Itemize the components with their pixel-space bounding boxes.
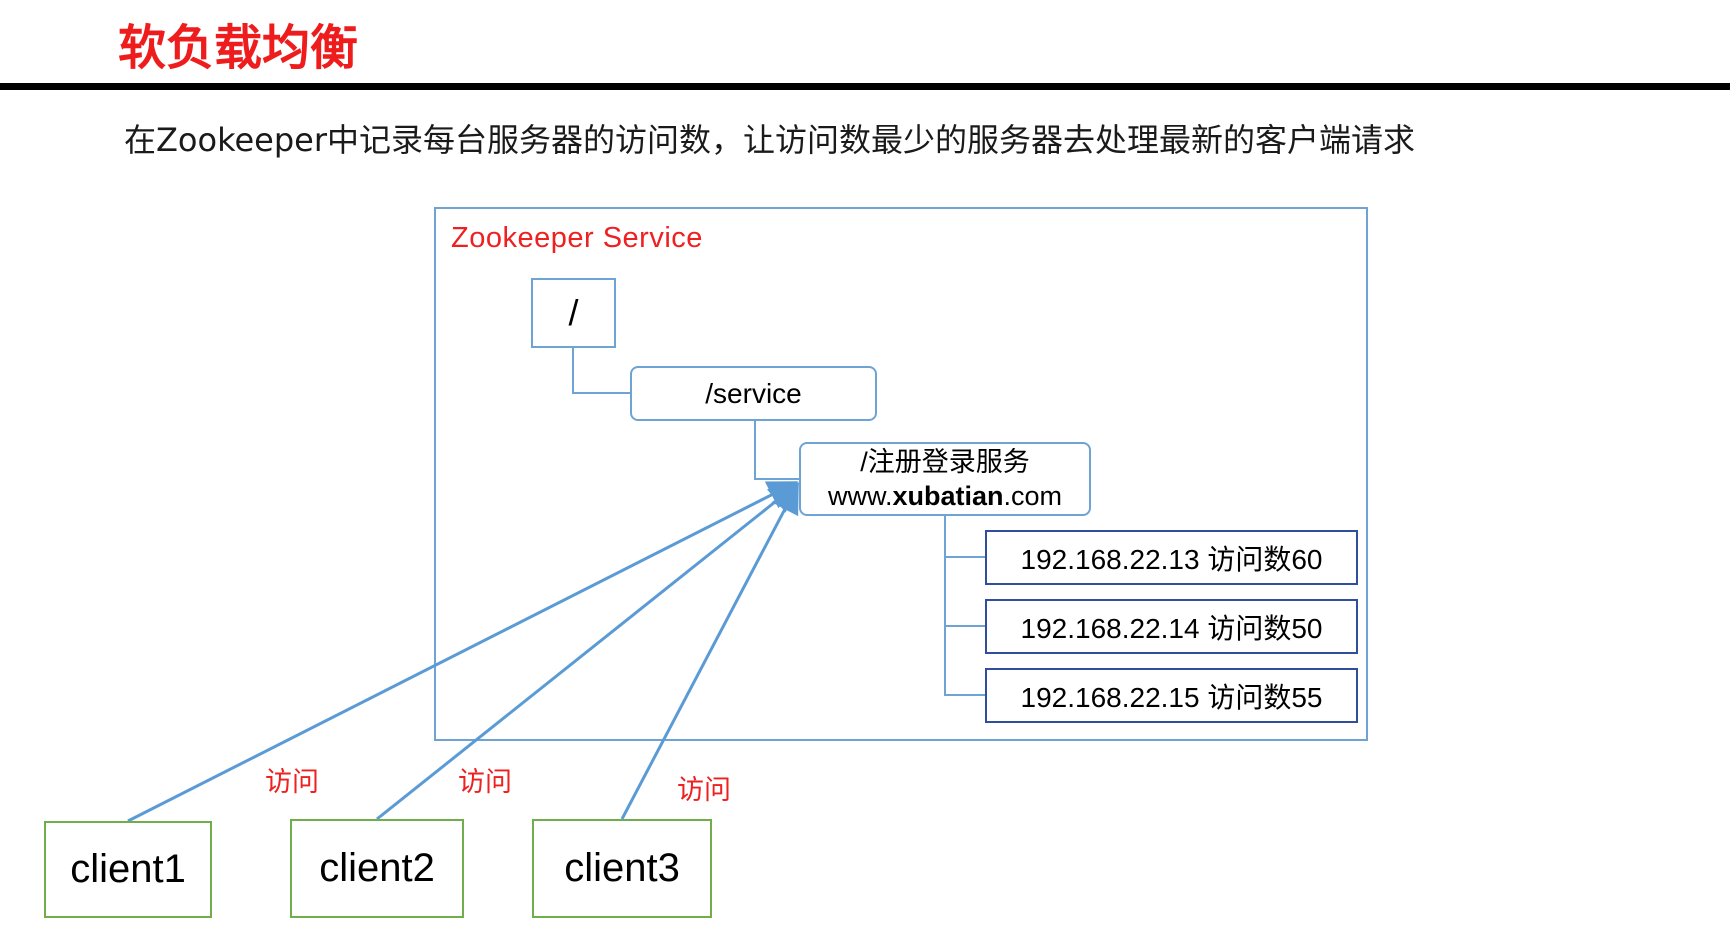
zookeeper-service-frame (434, 207, 1368, 741)
client-node-3: client3 (532, 819, 712, 918)
page-title: 软负载均衡 (118, 20, 359, 76)
zookeeper-service-label: Zookeeper Service (451, 222, 703, 254)
title-divider (0, 83, 1730, 90)
register-node-url-domain: xubatian (892, 481, 1004, 511)
register-node-url: www.xubatian.com (828, 479, 1062, 513)
client-node-2: client2 (290, 819, 464, 918)
page-subtitle: 在Zookeeper中记录每台服务器的访问数，让访问数最少的服务器去处理最新的客… (124, 121, 1416, 159)
server-node-1: 192.168.22.13 访问数60 (985, 530, 1358, 585)
tree-connector-service-register (754, 421, 799, 480)
register-node-label: /注册登录服务 (860, 447, 1030, 477)
client1-edge-label: 访问 (265, 767, 319, 798)
client2-edge-label: 访问 (458, 767, 512, 798)
client3-edge-label: 访问 (677, 775, 731, 806)
tree-connector-root-service (572, 348, 630, 394)
client3-access-arrow (620, 482, 799, 820)
znode-root: / (531, 278, 616, 348)
server-node-3: 192.168.22.15 访问数55 (985, 668, 1358, 723)
server-node-2: 192.168.22.14 访问数50 (985, 599, 1358, 654)
client-node-1: client1 (44, 821, 212, 918)
znode-service: /service (630, 366, 877, 421)
client1-access-arrow (127, 481, 799, 823)
znode-register-login-service: /注册登录服务 www.xubatian.com (799, 442, 1091, 516)
client2-access-arrow (376, 482, 800, 821)
register-node-url-prefix: www. (827, 481, 893, 511)
register-node-url-suffix: .com (1003, 481, 1063, 511)
